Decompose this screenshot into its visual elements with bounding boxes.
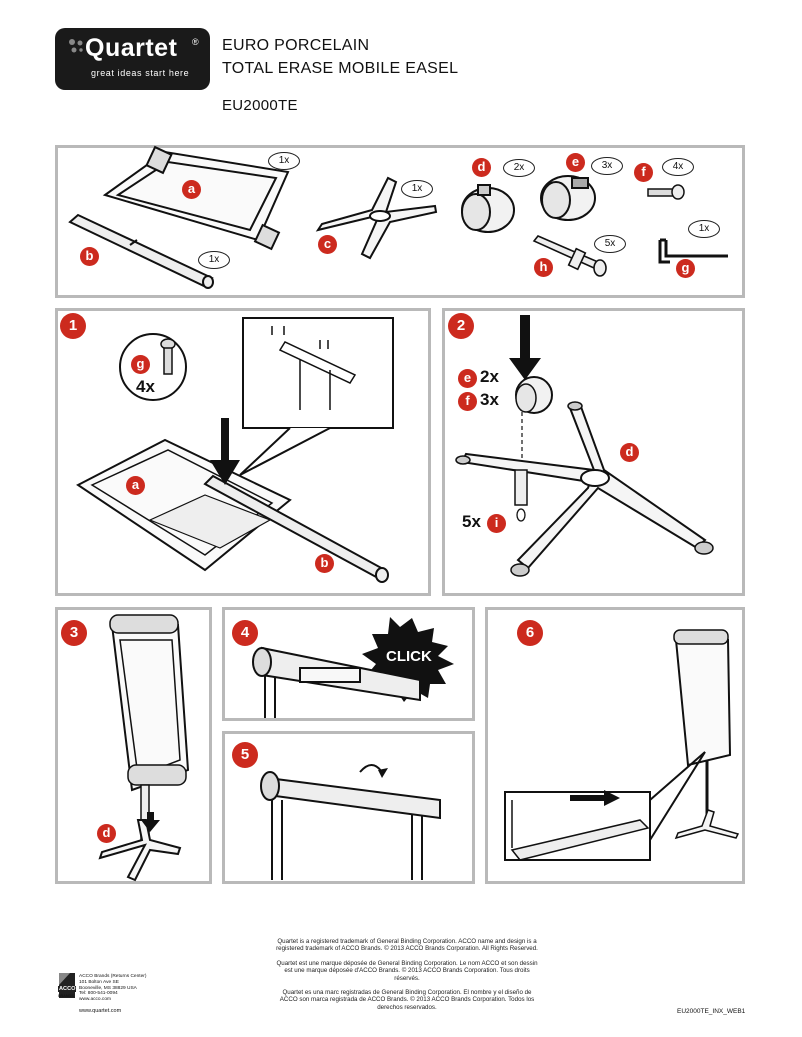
step-6-illustration bbox=[504, 629, 740, 861]
click-label: CLICK bbox=[386, 648, 432, 665]
part-f-qty: 4x bbox=[662, 158, 694, 176]
registered-mark: ® bbox=[192, 37, 199, 47]
part-e-label: e bbox=[566, 153, 585, 172]
logo-dots-icon bbox=[69, 39, 83, 53]
returns-address: ACCO Brands (Returns Center) 101 Bolton … bbox=[79, 974, 146, 1003]
step-1-part-a: a bbox=[126, 476, 145, 495]
brand-tagline: great ideas start here bbox=[91, 68, 190, 78]
title-line-2: TOTAL ERASE MOBILE EASEL bbox=[222, 60, 459, 77]
part-a-qty: 1x bbox=[268, 152, 300, 170]
step-3-part-d: d bbox=[97, 824, 116, 843]
step-3-number: 3 bbox=[61, 620, 87, 646]
model-number: EU2000TE bbox=[222, 97, 298, 114]
part-c-label: c bbox=[318, 235, 337, 254]
part-a-label: a bbox=[182, 180, 201, 199]
part-h-qty: 5x bbox=[594, 235, 626, 253]
step-2-part-i: i bbox=[487, 514, 506, 533]
legal-en-line-2: registered trademark of ACCO Brands. © 2… bbox=[276, 945, 538, 953]
step-1-qty: 4x bbox=[136, 377, 155, 396]
step-4-number: 4 bbox=[232, 620, 258, 646]
part-g-label: g bbox=[676, 259, 695, 278]
legal-fr-line-2: est une marque déposée d'ACCO Brands. © … bbox=[284, 967, 530, 975]
legal-es-line-1: Quartet es una marc registradas de Gener… bbox=[282, 989, 532, 996]
title-line-1: EURO PORCELAIN bbox=[222, 37, 370, 54]
part-e-qty: 3x bbox=[591, 157, 623, 175]
part-g-qty: 1x bbox=[688, 220, 720, 238]
quartet-logo: Quartet ® great ideas start here bbox=[55, 28, 210, 90]
step-3-illustration bbox=[98, 614, 190, 882]
step-5-illustration bbox=[260, 764, 441, 880]
step-2-e-qty: 2x bbox=[480, 367, 499, 386]
acco-brands-text: BRANDS bbox=[58, 994, 74, 998]
quartet-website: www.quartet.com bbox=[79, 1008, 122, 1014]
part-d-label: d bbox=[472, 158, 491, 177]
part-b-qty: 1x bbox=[198, 251, 230, 269]
step-2-f-qty: 3x bbox=[480, 390, 499, 409]
legal-french: Quartet est une marque déposée de Genera… bbox=[262, 960, 552, 982]
legal-fr-line-1: Quartet est une marque déposée de Genera… bbox=[276, 960, 538, 967]
address-line-5: www.acco.com bbox=[79, 997, 111, 1003]
brand-name: Quartet bbox=[85, 34, 178, 62]
step-2-illustration bbox=[455, 315, 714, 577]
part-f-label: f bbox=[634, 163, 653, 182]
step-1-part-g: g bbox=[131, 355, 150, 374]
legal-fr-line-3: réservés. bbox=[394, 974, 420, 982]
step-1-part-b: b bbox=[315, 554, 334, 573]
step-2-part-e: e bbox=[458, 369, 477, 388]
address-line-4: Tel: 800-541-0094 bbox=[79, 991, 118, 997]
document-code: EU2000TE_INX_WEB1 bbox=[677, 1008, 746, 1015]
parts-panel bbox=[55, 145, 745, 298]
address-line-2: 101 Bolton Ave SE bbox=[79, 979, 119, 985]
acco-logo-text: ACCO bbox=[58, 986, 77, 992]
step-6-number: 6 bbox=[517, 620, 543, 646]
step-1-illustration bbox=[76, 317, 394, 583]
part-b-label: b bbox=[80, 247, 99, 266]
step-2-part-d: d bbox=[620, 443, 639, 462]
part-d-qty: 2x bbox=[503, 159, 535, 177]
step-5-number: 5 bbox=[232, 742, 258, 768]
part-c-qty: 1x bbox=[401, 180, 433, 198]
legal-es-line-2: ACCO son marca registrada de ACCO Brands… bbox=[279, 996, 535, 1004]
part-h-label: h bbox=[534, 258, 553, 277]
step-2-i-qty: 5x bbox=[462, 512, 481, 531]
address-line-1: ACCO Brands (Returns Center) bbox=[79, 974, 147, 979]
legal-spanish: Quartet es una marc registradas de Gener… bbox=[262, 989, 552, 1011]
step-2-part-f: f bbox=[458, 392, 477, 411]
legal-es-line-3: derechos reservados. bbox=[377, 1003, 437, 1011]
legal-en-line-1: Quartet is a registered trademark of Gen… bbox=[277, 938, 537, 945]
address-line-3: Booneville, MS 38829 USA bbox=[79, 985, 137, 991]
step-2-number: 2 bbox=[448, 313, 474, 339]
step-1-number: 1 bbox=[60, 313, 86, 339]
legal-english: Quartet is a registered trademark of Gen… bbox=[262, 938, 552, 953]
step-4-illustration bbox=[252, 617, 454, 718]
